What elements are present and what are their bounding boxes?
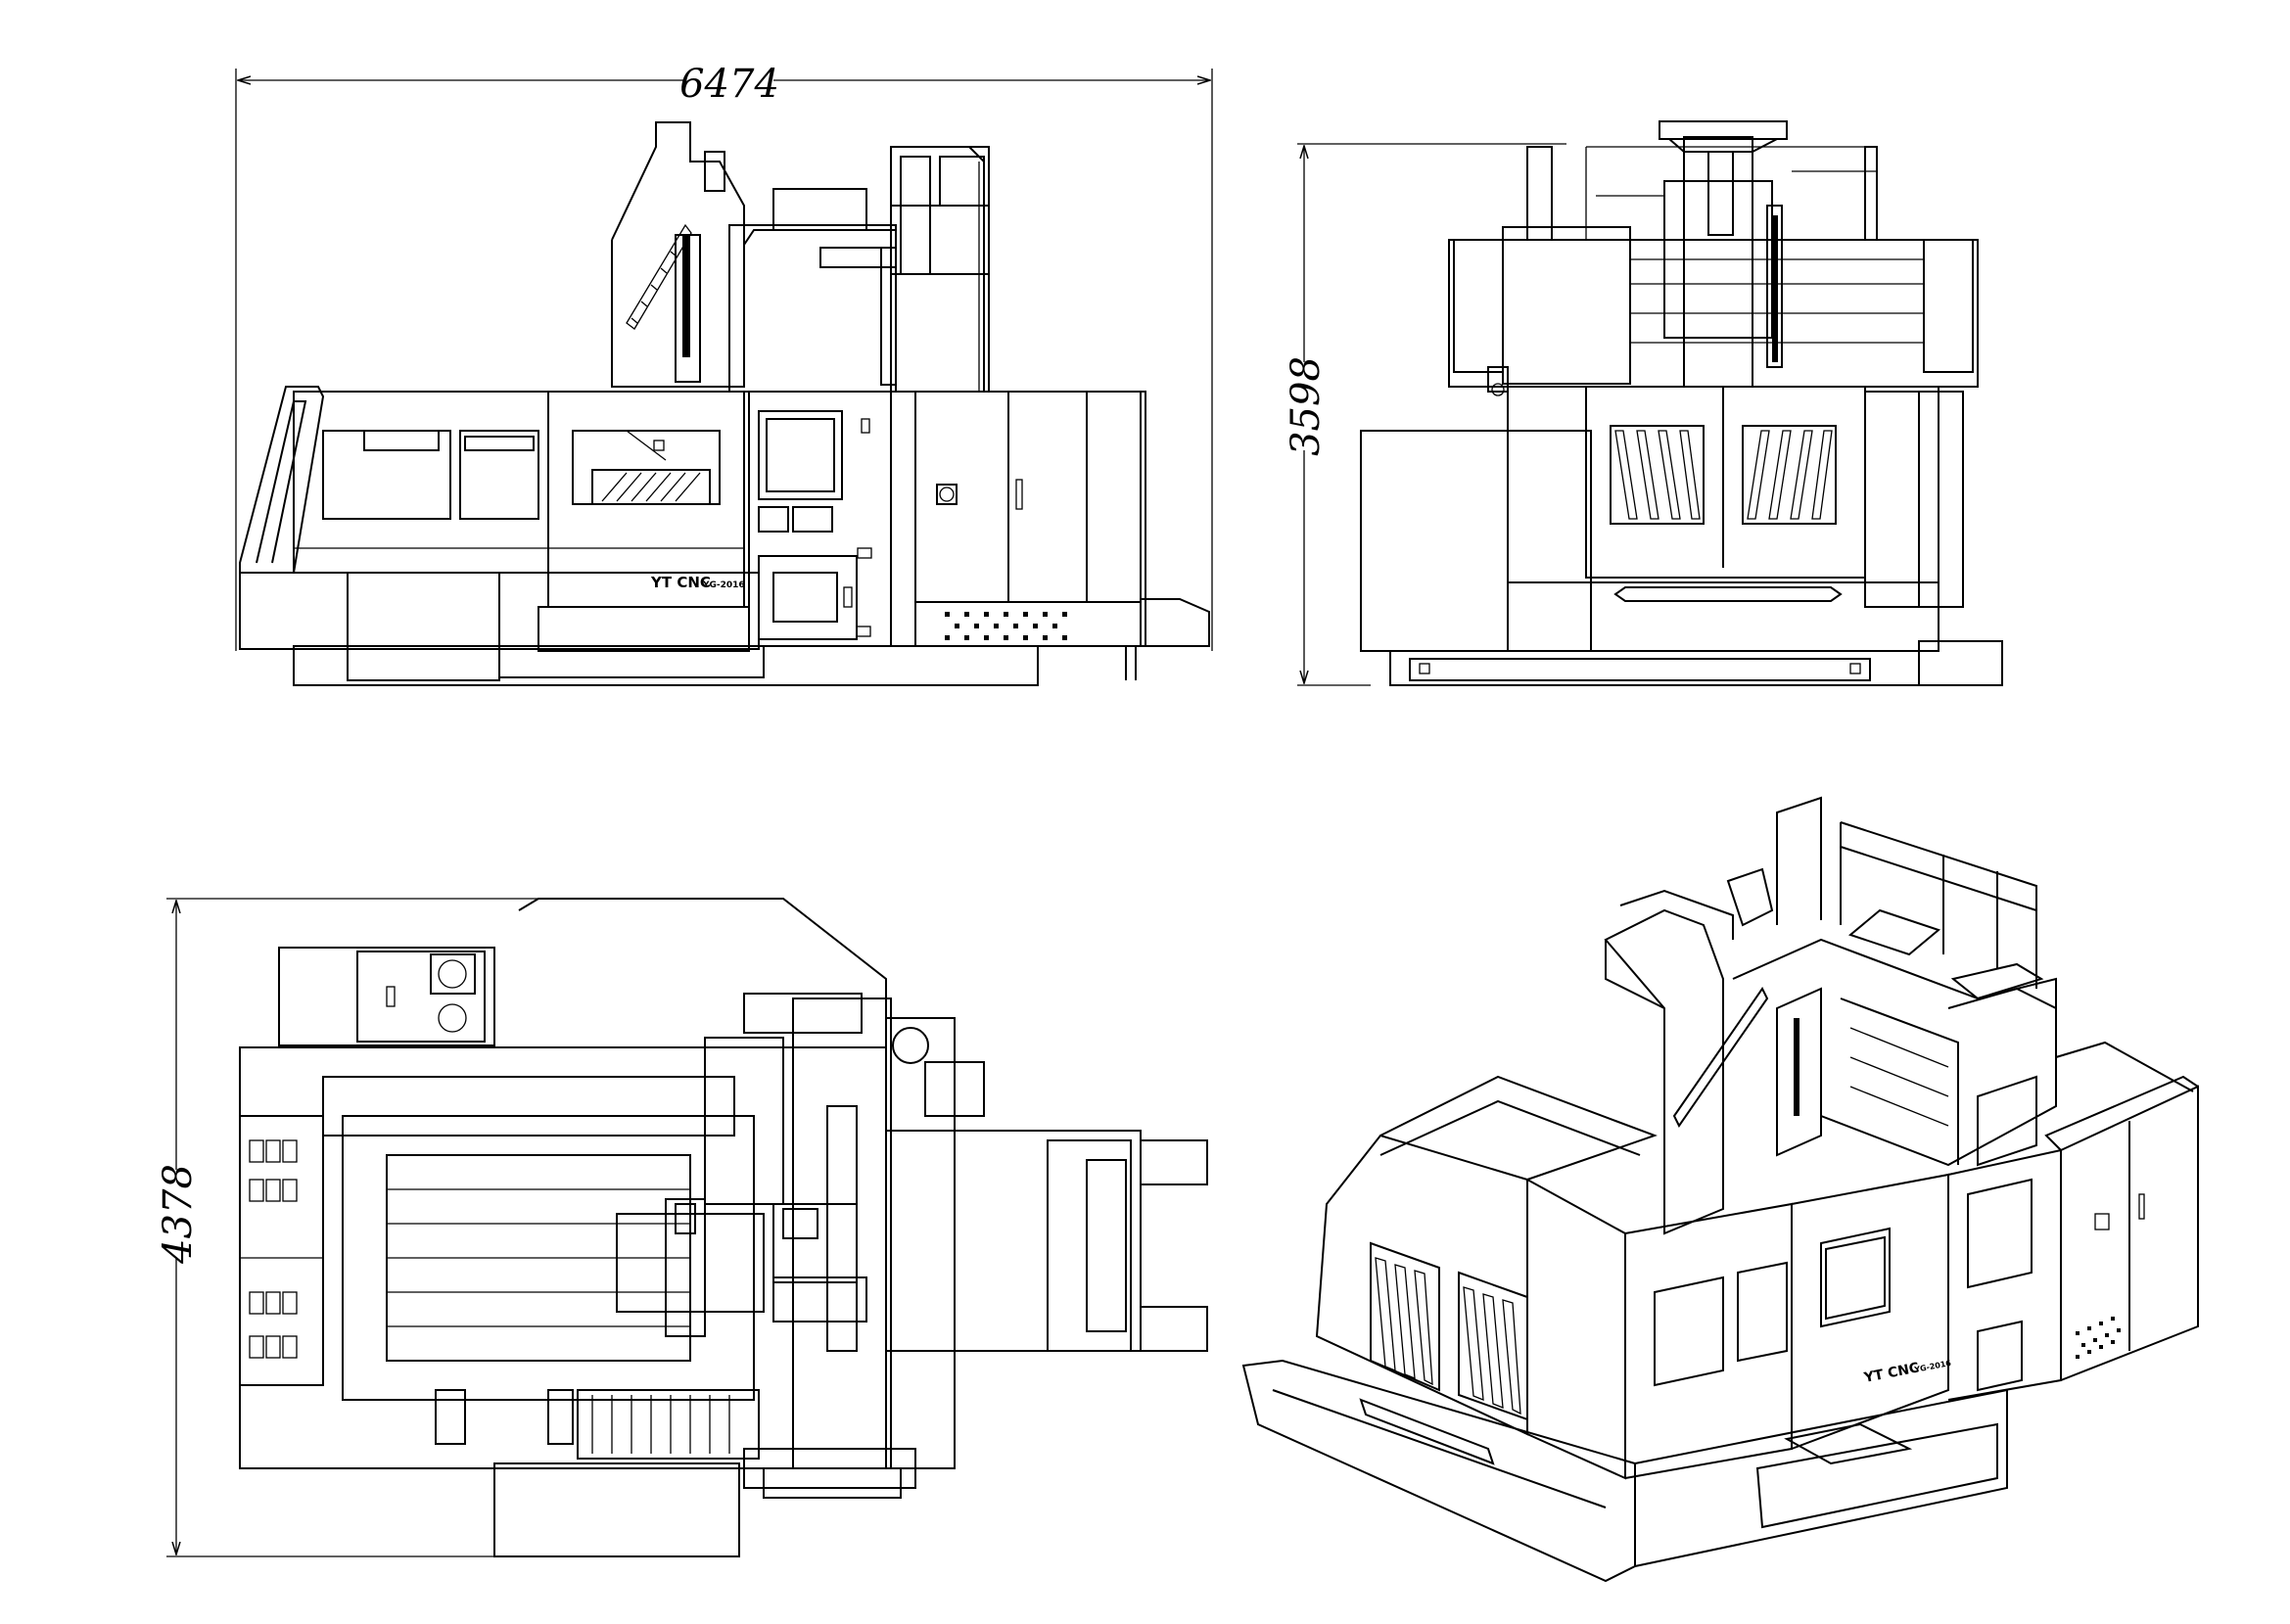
front-window-left: [1610, 425, 1705, 525]
window-hatch: [601, 472, 701, 502]
front-height-dimension-label: 3598: [1284, 356, 1329, 456]
plan-depth-dimension: 4378: [156, 898, 538, 1557]
side-width-dimension: 6474: [235, 62, 1213, 651]
machine-brand-label: YT CNC: [650, 574, 711, 591]
front-window-right: [1742, 425, 1837, 525]
plan-depth-dimension-label: 4378: [156, 1164, 201, 1265]
plan-view: 4378: [156, 898, 1208, 1557]
front-height-dimension: 3598: [1284, 143, 1566, 686]
column-hatch: [631, 251, 678, 324]
iso-vent-grid: [2076, 1317, 2121, 1359]
isometric-view: YT CNC YG-2016: [1241, 796, 2199, 1583]
vent-grid: [945, 612, 1067, 640]
machine-nameplate: YT CNC YG-2016: [650, 574, 745, 591]
iso-brand-label: YT CNC: [1862, 1360, 1921, 1386]
front-elevation-view: 3598: [1284, 120, 2003, 686]
side-elevation-view: 6474 YT CNC Y: [235, 62, 1213, 686]
iso-model-label: YG-2016: [1913, 1359, 1952, 1374]
plan-side-slots: [249, 1139, 298, 1359]
machine-model-label: YG-2016: [702, 580, 745, 590]
iso-window-left: [1370, 1241, 1440, 1392]
iso-nameplate: YT CNC YG-2016: [1862, 1359, 1952, 1386]
iso-window-right: [1458, 1271, 1528, 1421]
side-width-dimension-label: 6474: [679, 62, 779, 107]
